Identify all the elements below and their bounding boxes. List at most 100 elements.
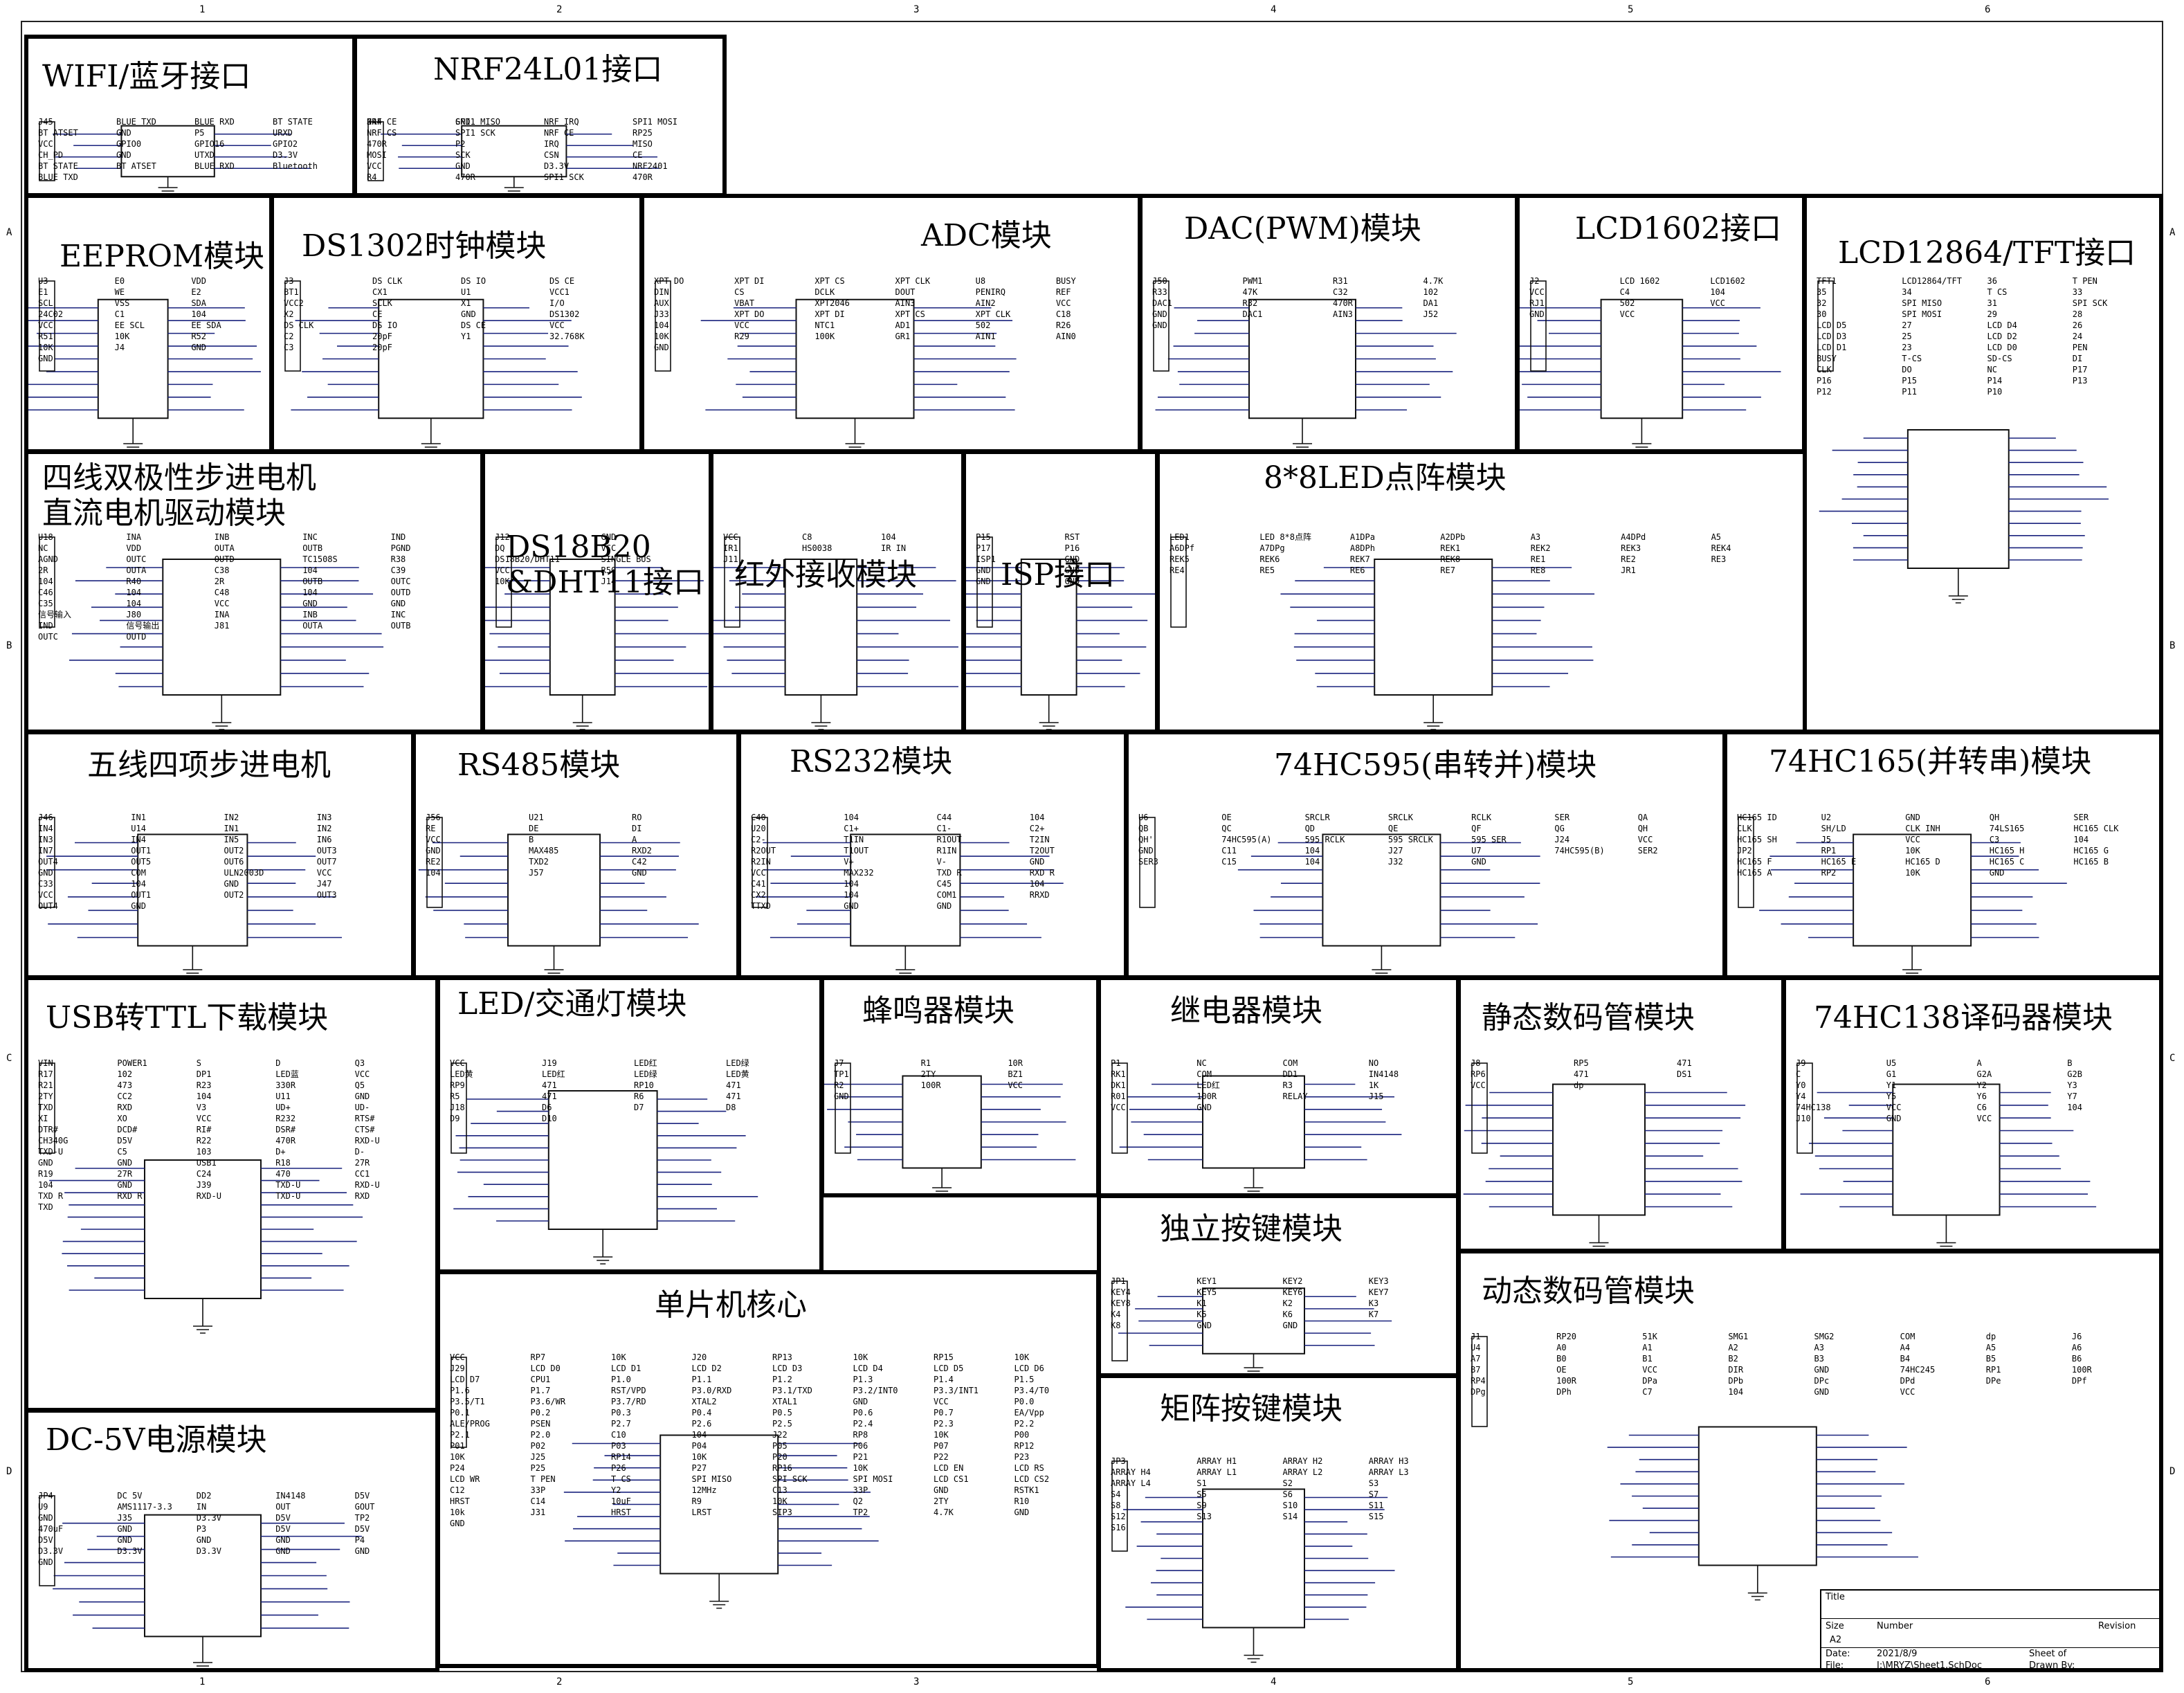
component-label: P2.1 <box>450 1430 470 1440</box>
component-label: VCC <box>38 320 53 330</box>
component-label: REK3 <box>1621 543 1641 553</box>
component-label: RJ1 <box>1529 298 1545 308</box>
component-label: NRF CE <box>367 117 397 127</box>
component-label: QC <box>1221 824 1231 833</box>
component-label: 1K <box>1369 1080 1379 1090</box>
component-label: R18 <box>275 1158 291 1168</box>
component-label: J14 <box>601 577 617 586</box>
component-label: BLUE RXD <box>194 117 235 127</box>
component-label: AIN1 <box>976 332 996 341</box>
component-label: Q3 <box>355 1058 365 1068</box>
component-label: P01 <box>450 1441 465 1451</box>
component-label: IND <box>391 532 406 542</box>
ic-chip <box>1600 298 1684 419</box>
component-label: EA/Vpp <box>1014 1408 1044 1418</box>
ruler-mark: 4 <box>1271 1676 1277 1687</box>
component-label: J35 <box>117 1513 132 1523</box>
component-label: R32 <box>1243 298 1258 308</box>
component-label: dp <box>1574 1080 1583 1090</box>
component-label: 35 <box>1817 287 1826 297</box>
component-label: A2 <box>1728 1343 1738 1352</box>
ic-chip <box>659 1434 779 1575</box>
component-label: 595 SRCLK <box>1388 835 1434 844</box>
component-label: DPa <box>1642 1376 1657 1386</box>
component-label: R2OUT <box>751 846 776 855</box>
component-label: U6 <box>1138 813 1148 822</box>
component-label: S16 <box>1111 1523 1126 1532</box>
component-label: A5 <box>1711 532 1721 542</box>
component-label: 104 <box>1728 1387 1743 1397</box>
component-label: 36 <box>1987 276 1997 286</box>
component-label: ARRAY H1 <box>1196 1456 1237 1466</box>
component-label: RXD <box>355 1191 370 1201</box>
connector <box>1111 1062 1128 1154</box>
component-label: P15 <box>976 532 991 542</box>
ground-symbol <box>572 695 592 730</box>
component-label: U11 <box>275 1092 291 1101</box>
ruler-mark: 3 <box>913 1676 920 1687</box>
connector <box>724 536 740 628</box>
component-label: R2 <box>834 1080 844 1090</box>
component-label: GND <box>1529 309 1545 319</box>
component-label: VCC <box>367 161 382 171</box>
ground-symbol <box>932 1168 952 1192</box>
component-label: GND <box>426 846 441 855</box>
component-label: DIN <box>654 287 669 297</box>
connector <box>39 817 55 908</box>
ground-symbol <box>811 695 831 730</box>
component-label: KEY4 <box>1111 1287 1131 1297</box>
component-label: DS CE <box>461 320 486 330</box>
component-label: AUX <box>654 298 669 308</box>
component-label: HC165 SH <box>1737 835 1777 844</box>
component-label: CPU1 <box>531 1375 551 1384</box>
component-label: RXD R <box>117 1191 143 1201</box>
component-label: OUT2 <box>224 846 244 855</box>
component-label: J3 <box>284 276 293 286</box>
component-label: P21 <box>853 1452 868 1462</box>
component-label: SD-CS <box>1987 354 2012 363</box>
component-label: VCC <box>1886 1103 1902 1112</box>
component-label: HS0038 <box>802 543 832 553</box>
component-label: D9 <box>450 1114 459 1123</box>
component-label: C6 <box>1977 1103 1987 1112</box>
component-label: P5 <box>194 128 204 138</box>
component-label: VCC <box>723 532 738 542</box>
component-label: A6 <box>2072 1343 2082 1352</box>
component-label: AGND <box>38 554 58 564</box>
component-label: TXD-U <box>275 1180 300 1190</box>
component-label: DPh <box>1556 1387 1572 1397</box>
component-label: REK6 <box>1259 554 1280 564</box>
ground-symbol <box>709 1573 729 1609</box>
component-label: LCD D0 <box>531 1364 561 1373</box>
component-label: GND <box>1138 846 1154 855</box>
panel-title: DC-5V电源模块 <box>46 1422 267 1458</box>
component-label: OUTA <box>215 543 235 553</box>
component-label: C40 <box>751 813 766 822</box>
component-label: JP1 <box>1111 1276 1126 1286</box>
component-label: IN3 <box>38 835 53 844</box>
component-label: C8 <box>802 532 812 542</box>
component-label: INA <box>215 610 230 619</box>
component-label: VCC <box>601 543 617 553</box>
ground-symbol <box>1747 1565 1767 1601</box>
component-label: R33 <box>1152 287 1167 297</box>
component-label: RP1 <box>1986 1365 2001 1375</box>
component-label: P1.6 <box>450 1386 470 1395</box>
component-label: 595 RCLK <box>1305 835 1346 844</box>
component-label: 10K <box>1905 868 1920 878</box>
component-label: VCC <box>1008 1080 1023 1090</box>
component-label: LCD WR <box>450 1474 480 1484</box>
component-label: D5V <box>117 1136 132 1146</box>
component-label: R29 <box>734 332 749 341</box>
component-label: 471 <box>542 1092 557 1101</box>
component-label: C32 <box>1333 287 1348 297</box>
component-label: OUTA <box>126 565 147 575</box>
component-label: OUTA <box>302 621 323 631</box>
connector <box>1111 1460 1128 1552</box>
ground-symbol <box>1244 1627 1264 1663</box>
component-label: P0.3 <box>611 1408 631 1418</box>
